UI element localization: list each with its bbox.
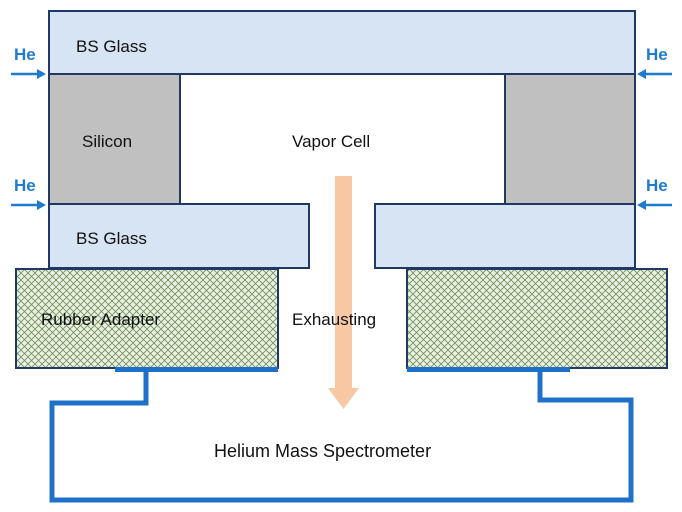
spectrometer-enclosure <box>49 372 634 503</box>
he-arrow-top-right <box>637 69 672 79</box>
rubber-adapter-left <box>15 268 279 369</box>
he-label-mid-right: He <box>646 176 668 195</box>
exhausting-label: Exhausting <box>292 310 376 329</box>
silicon-right <box>504 73 636 205</box>
he-label-mid-left: He <box>14 176 36 195</box>
he-arrow-top-left <box>11 69 46 79</box>
spectrometer-label: Helium Mass Spectrometer <box>214 441 431 461</box>
bottom-glass-label: BS Glass <box>76 229 147 248</box>
base-plate-right <box>407 367 570 372</box>
he-label-top-right: He <box>646 45 668 64</box>
vapor-cell-label: Vapor Cell <box>292 132 370 151</box>
exhaust-arrow <box>328 176 359 409</box>
bottom-glass-left <box>48 203 310 269</box>
he-label-top-left: He <box>14 45 36 64</box>
rubber-adapter-label: Rubber Adapter <box>41 310 160 329</box>
base-plate-left <box>115 367 278 372</box>
silicon-left <box>48 73 181 205</box>
top-glass-label: BS Glass <box>76 37 147 56</box>
bottom-glass-right <box>374 203 636 269</box>
he-arrow-mid-left <box>11 200 46 210</box>
he-arrow-mid-right <box>637 200 672 210</box>
silicon-label: Silicon <box>82 132 132 151</box>
top-glass-layer <box>48 10 636 75</box>
rubber-adapter-right <box>406 268 668 369</box>
